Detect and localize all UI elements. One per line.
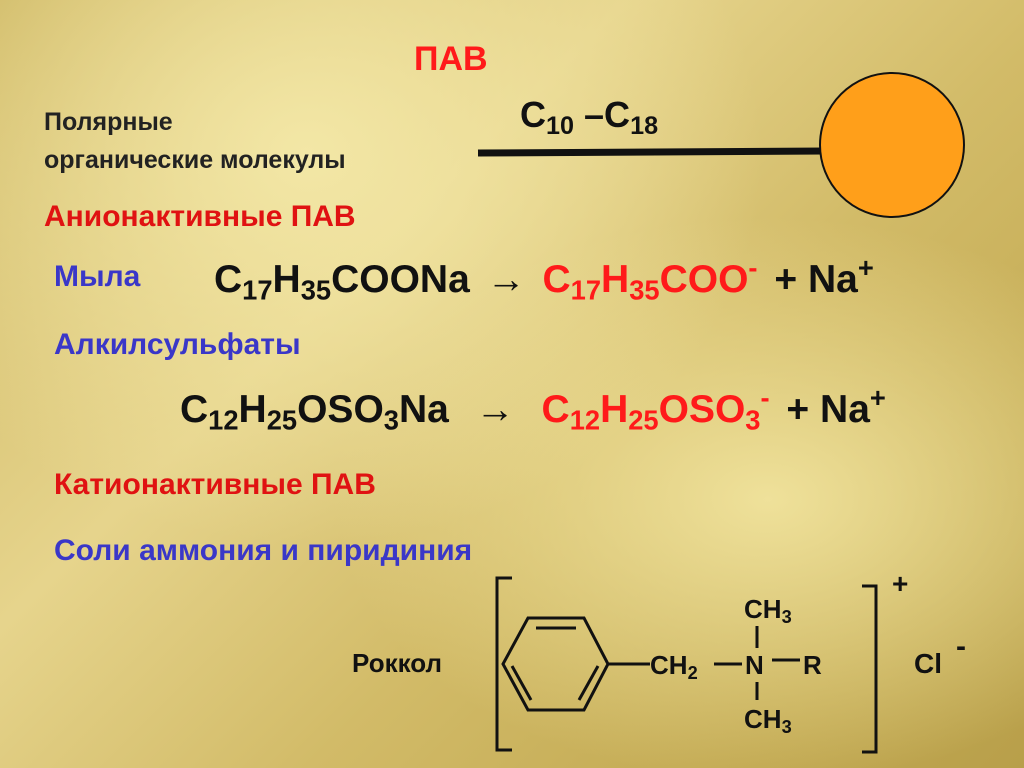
soap-equation: C17H35COONa → C17H35COO- + Na+ [214, 252, 874, 306]
left-bracket [495, 576, 512, 752]
nitrogen-atom: N [745, 650, 764, 680]
cation-section-title: Катионактивные ПАВ [54, 468, 376, 501]
soap-reactant: C17H35COONa [214, 258, 470, 306]
arrow-icon: → [486, 258, 526, 301]
roccal-label: Роккол [352, 648, 443, 678]
chain-formula: C10 –C18 [520, 94, 658, 139]
chain-n2: 18 [630, 112, 659, 141]
soap-anion: C17H35COO- [542, 252, 758, 306]
ch2-group: CH2 [650, 650, 698, 684]
chloride-anion: Cl [914, 648, 942, 679]
chain-n1: 10 [546, 112, 575, 141]
polar-label-line1: Полярные [44, 108, 173, 136]
alkylsulfate-equation: C12H25OSO3Na → C12H25OSO3- + Na+ [180, 382, 886, 436]
ch3-top-group: CH3 [744, 594, 792, 628]
chain-c1: C [520, 94, 546, 135]
hydrocarbon-tail [477, 147, 827, 157]
ammonium-salts-label: Соли аммония и пиридиния [54, 534, 473, 567]
alkyl-cation: + Na+ [786, 382, 886, 431]
alkyl-anion: C12H25OSO3- [541, 382, 770, 436]
polar-head [819, 72, 965, 218]
benzene-double-bond-left [510, 665, 533, 701]
polar-label-line2: органические молекулы [44, 146, 346, 174]
right-bracket [862, 584, 878, 754]
benzene-double-bond-right [577, 665, 600, 701]
chain-dash: –C [574, 94, 631, 135]
ch3-bottom-group: CH3 [744, 704, 792, 738]
chloride-charge: - [956, 630, 966, 663]
soap-label: Мыла [54, 260, 141, 293]
page-title: ПАВ [414, 40, 488, 78]
alkylsulfate-label: Алкилсульфаты [54, 328, 301, 361]
alkyl-reactant: C12H25OSO3Na [180, 388, 449, 436]
cation-charge: + [892, 568, 909, 599]
arrow-icon: → [475, 388, 515, 431]
anion-section-title: Анионактивные ПАВ [44, 200, 356, 233]
soap-cation: + Na+ [774, 252, 874, 301]
r-group: R [803, 650, 822, 680]
benzene-ring [501, 616, 610, 712]
